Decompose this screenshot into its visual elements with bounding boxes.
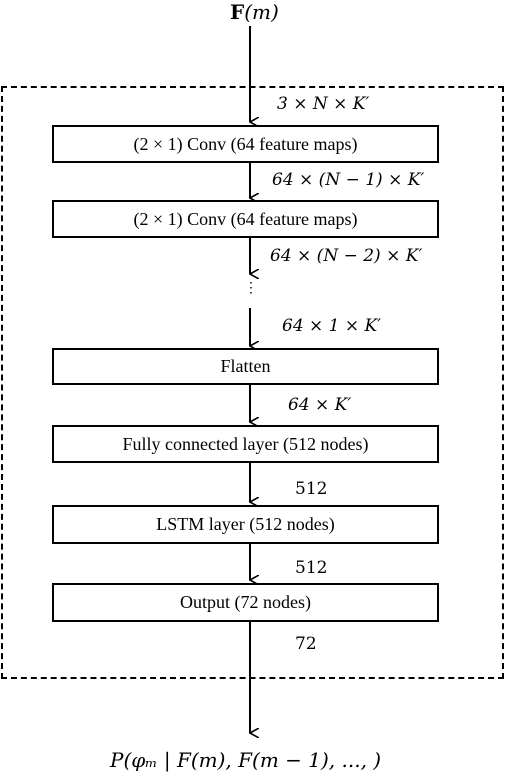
ellipsis-dots: ⋮	[244, 280, 258, 296]
conv-layer-1-label: (2 × 1) Conv (64 feature maps)	[133, 133, 358, 154]
dim-label-conv-last: 64 × 1 × K′	[282, 316, 382, 336]
lstm-layer: LSTM layer (512 nodes)	[52, 505, 439, 544]
conv-layer-2: (2 × 1) Conv (64 feature maps)	[52, 200, 439, 238]
conv-layer-1: (2 × 1) Conv (64 feature maps)	[52, 125, 439, 163]
fully-connected-layer-label: Fully connected layer (512 nodes)	[122, 433, 369, 454]
dim-label-fc: 512	[295, 479, 328, 499]
input-label: F(m)	[230, 0, 279, 24]
network-boundary	[1, 86, 504, 679]
input-symbol: F	[230, 0, 245, 24]
output-probability-label: P(φₘ | F(m), F(m − 1), ..., )	[110, 748, 381, 772]
dim-label-conv1: 64 × (N − 1) × K′	[272, 170, 425, 190]
dim-label-input: 3 × N × K′	[277, 94, 370, 114]
output-probability-text: P(φₘ | F(m), F(m − 1), ..., )	[110, 748, 382, 772]
dim-label-flatten: 64 × K′	[288, 395, 352, 415]
dim-label-conv2: 64 × (N − 2) × K′	[270, 246, 423, 266]
dim-label-lstm: 512	[295, 558, 328, 578]
output-layer: Output (72 nodes)	[52, 583, 439, 622]
output-layer-label: Output (72 nodes)	[180, 592, 311, 612]
flatten-layer: Flatten	[52, 348, 439, 385]
input-arg: (m)	[244, 0, 279, 24]
conv-layer-2-label: (2 × 1) Conv (64 feature maps)	[133, 208, 358, 229]
lstm-layer-label: LSTM layer (512 nodes)	[156, 514, 335, 534]
fully-connected-layer: Fully connected layer (512 nodes)	[52, 425, 439, 463]
flatten-layer-label: Flatten	[220, 356, 271, 376]
dim-label-output: 72	[295, 634, 317, 654]
